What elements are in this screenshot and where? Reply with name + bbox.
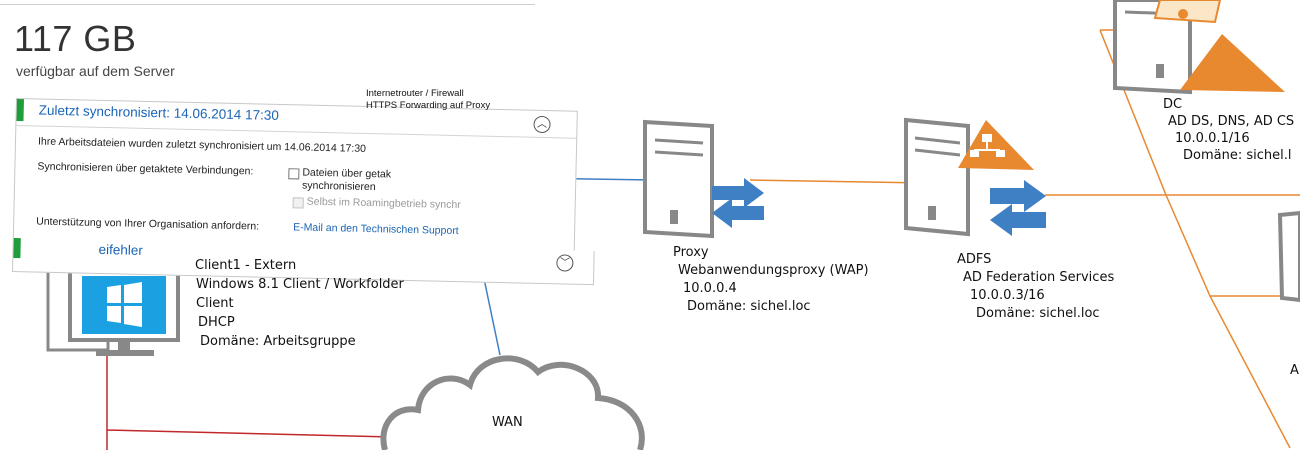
sync-status-card: Zuletzt synchronisiert: 14.06.2014 17:30… bbox=[12, 98, 578, 253]
adfs-hierarchy-icon bbox=[958, 120, 1034, 170]
metered-option-line1: Dateien über getak bbox=[302, 166, 392, 181]
client-os: Windows 8.1 Client / Workfolder bbox=[196, 277, 404, 292]
proxy-name: Proxy bbox=[673, 245, 709, 260]
link-right-branch bbox=[1209, 295, 1291, 449]
support-email-link[interactable]: E-Mail an den Technischen Support bbox=[293, 221, 459, 238]
client-role: Client bbox=[196, 296, 234, 311]
storage-caption: verfügbar auf dem Server bbox=[16, 63, 175, 79]
wan-cloud bbox=[380, 355, 645, 450]
dc-name: DC bbox=[1163, 97, 1183, 112]
partial-label: A bbox=[1290, 363, 1299, 378]
certificate-icon bbox=[1153, 0, 1222, 24]
dc-ip: 10.0.0.1/16 bbox=[1175, 131, 1250, 146]
proxy-label: Proxy Webanwendungsproxy (WAP) 10.0.0.4 … bbox=[673, 244, 869, 316]
link-client-wan bbox=[106, 355, 391, 450]
router-label-line2: HTTPS Forwarding auf Proxy bbox=[366, 100, 491, 111]
expand-chevron-icon[interactable]: ﹀ bbox=[556, 254, 574, 272]
router-label-line1: Internetrouter / Firewall bbox=[366, 88, 464, 99]
metered-checkbox[interactable] bbox=[288, 168, 300, 180]
dc-label: DC AD DS, DNS, AD CS 10.0.0.1/16 Domäne:… bbox=[1163, 96, 1294, 164]
proxy-sync-arrows-icon bbox=[712, 178, 764, 228]
proxy-server-icon bbox=[643, 119, 714, 239]
client-name: Client1 - Extern bbox=[195, 258, 297, 273]
metered-option-line2: synchronisieren bbox=[301, 179, 376, 194]
status-indicator bbox=[16, 99, 24, 122]
client-domain: Domäne: Arbeitsgruppe bbox=[200, 334, 356, 349]
proxy-role: Webanwendungsproxy (WAP) bbox=[678, 263, 869, 278]
adfs-server-icon bbox=[904, 117, 970, 237]
client-dhcp: DHCP bbox=[198, 315, 235, 330]
dc-role: AD DS, DNS, AD CS bbox=[1168, 114, 1295, 129]
proxy-ip: 10.0.0.4 bbox=[683, 281, 737, 296]
adfs-domain: Domäne: sichel.loc bbox=[976, 306, 1100, 321]
sync-error-title[interactable]: eifehler bbox=[98, 241, 144, 258]
metered-label: Synchronisieren über getaktete Verbindun… bbox=[37, 160, 254, 178]
last-sync-text: Ihre Arbeitsdateien wurden zuletzt synch… bbox=[37, 135, 367, 155]
adfs-ip: 10.0.0.3/16 bbox=[970, 288, 1045, 303]
top-divider bbox=[0, 4, 535, 5]
collapse-chevron-icon[interactable]: ︿ bbox=[533, 115, 551, 134]
windows-logo-icon bbox=[82, 276, 166, 334]
support-label: Unterstützung von Ihrer Organisation anf… bbox=[36, 215, 260, 233]
dc-domain: Domäne: sichel.l bbox=[1183, 148, 1292, 163]
adfs-sync-arrows-icon bbox=[990, 180, 1046, 236]
adfs-name: ADFS bbox=[957, 252, 992, 267]
adfs-role: AD Federation Services bbox=[963, 270, 1115, 285]
client-label: Client1 - Extern Windows 8.1 Client / Wo… bbox=[195, 256, 404, 351]
link-proxy-adfs bbox=[749, 179, 926, 184]
sync-status-title[interactable]: Zuletzt synchronisiert: 14.06.2014 17:30 bbox=[38, 102, 279, 123]
proxy-domain: Domäne: sichel.loc bbox=[687, 299, 811, 314]
partial-server-icon bbox=[1277, 210, 1300, 303]
dc-triangle-icon bbox=[1180, 34, 1285, 92]
adfs-label: ADFS AD Federation Services 10.0.0.3/16 … bbox=[957, 251, 1114, 323]
status-indicator bbox=[13, 237, 21, 259]
roaming-checkbox[interactable] bbox=[292, 197, 304, 209]
roaming-option: Selbst im Roamingbetrieb synchr bbox=[306, 195, 461, 212]
storage-amount: 117 GB bbox=[14, 18, 137, 59]
wan-label: WAN bbox=[492, 415, 523, 430]
